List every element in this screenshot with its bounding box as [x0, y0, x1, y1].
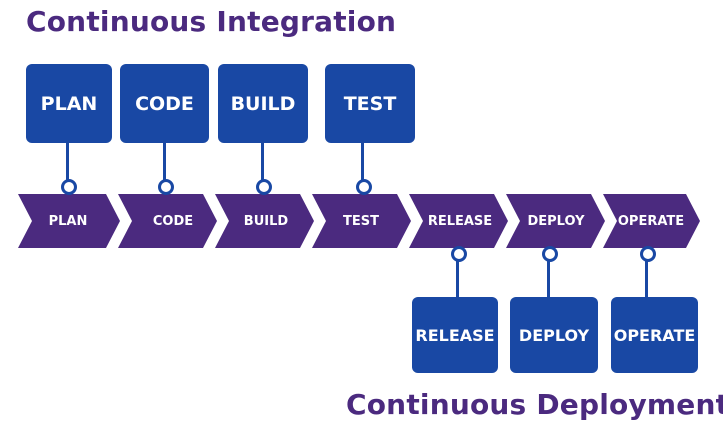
chevron-build: [215, 194, 314, 248]
chevron-label-deploy: DEPLOY: [527, 213, 585, 229]
cd-box-release: RELEASE: [412, 297, 498, 373]
chevron-test: [312, 194, 411, 248]
cd-box-operate: OPERATE: [611, 297, 698, 373]
ci-box-code: CODE: [120, 64, 209, 143]
chevron-label-operate: OPERATE: [617, 213, 685, 229]
connector-release: [456, 261, 459, 297]
connector-dot-test: [356, 179, 372, 195]
chevron-label-release: RELEASE: [427, 213, 493, 229]
connector-dot-build: [256, 179, 272, 195]
ci-box-plan: PLAN: [26, 64, 112, 143]
connector-dot-code: [158, 179, 174, 195]
chevron-plan: [18, 194, 120, 248]
ci-box-build: BUILD: [218, 64, 308, 143]
cd-box-deploy: DEPLOY: [510, 297, 598, 373]
chevron-label-code: CODE: [152, 213, 194, 229]
connector-code: [163, 143, 166, 180]
chevron-label-build: BUILD: [243, 213, 289, 229]
continuous-deployment-title: Continuous Deployment: [346, 388, 723, 421]
continuous-integration-title: Continuous Integration: [26, 5, 397, 38]
connector-deploy: [547, 261, 550, 297]
chevron-deploy: [506, 194, 605, 248]
connector-dot-release: [451, 246, 467, 262]
connector-plan: [66, 143, 69, 180]
connector-operate: [645, 261, 648, 297]
chevron-label-test: TEST: [343, 213, 379, 229]
chevron-operate: [603, 194, 700, 248]
connector-dot-deploy: [542, 246, 558, 262]
connector-build: [261, 143, 264, 180]
connector-dot-operate: [640, 246, 656, 262]
chevron-label-plan: PLAN: [48, 213, 88, 229]
ci-box-test: TEST: [325, 64, 415, 143]
connector-test: [361, 143, 364, 180]
chevron-code: [118, 194, 217, 248]
chevron-release: [409, 194, 508, 248]
connector-dot-plan: [61, 179, 77, 195]
